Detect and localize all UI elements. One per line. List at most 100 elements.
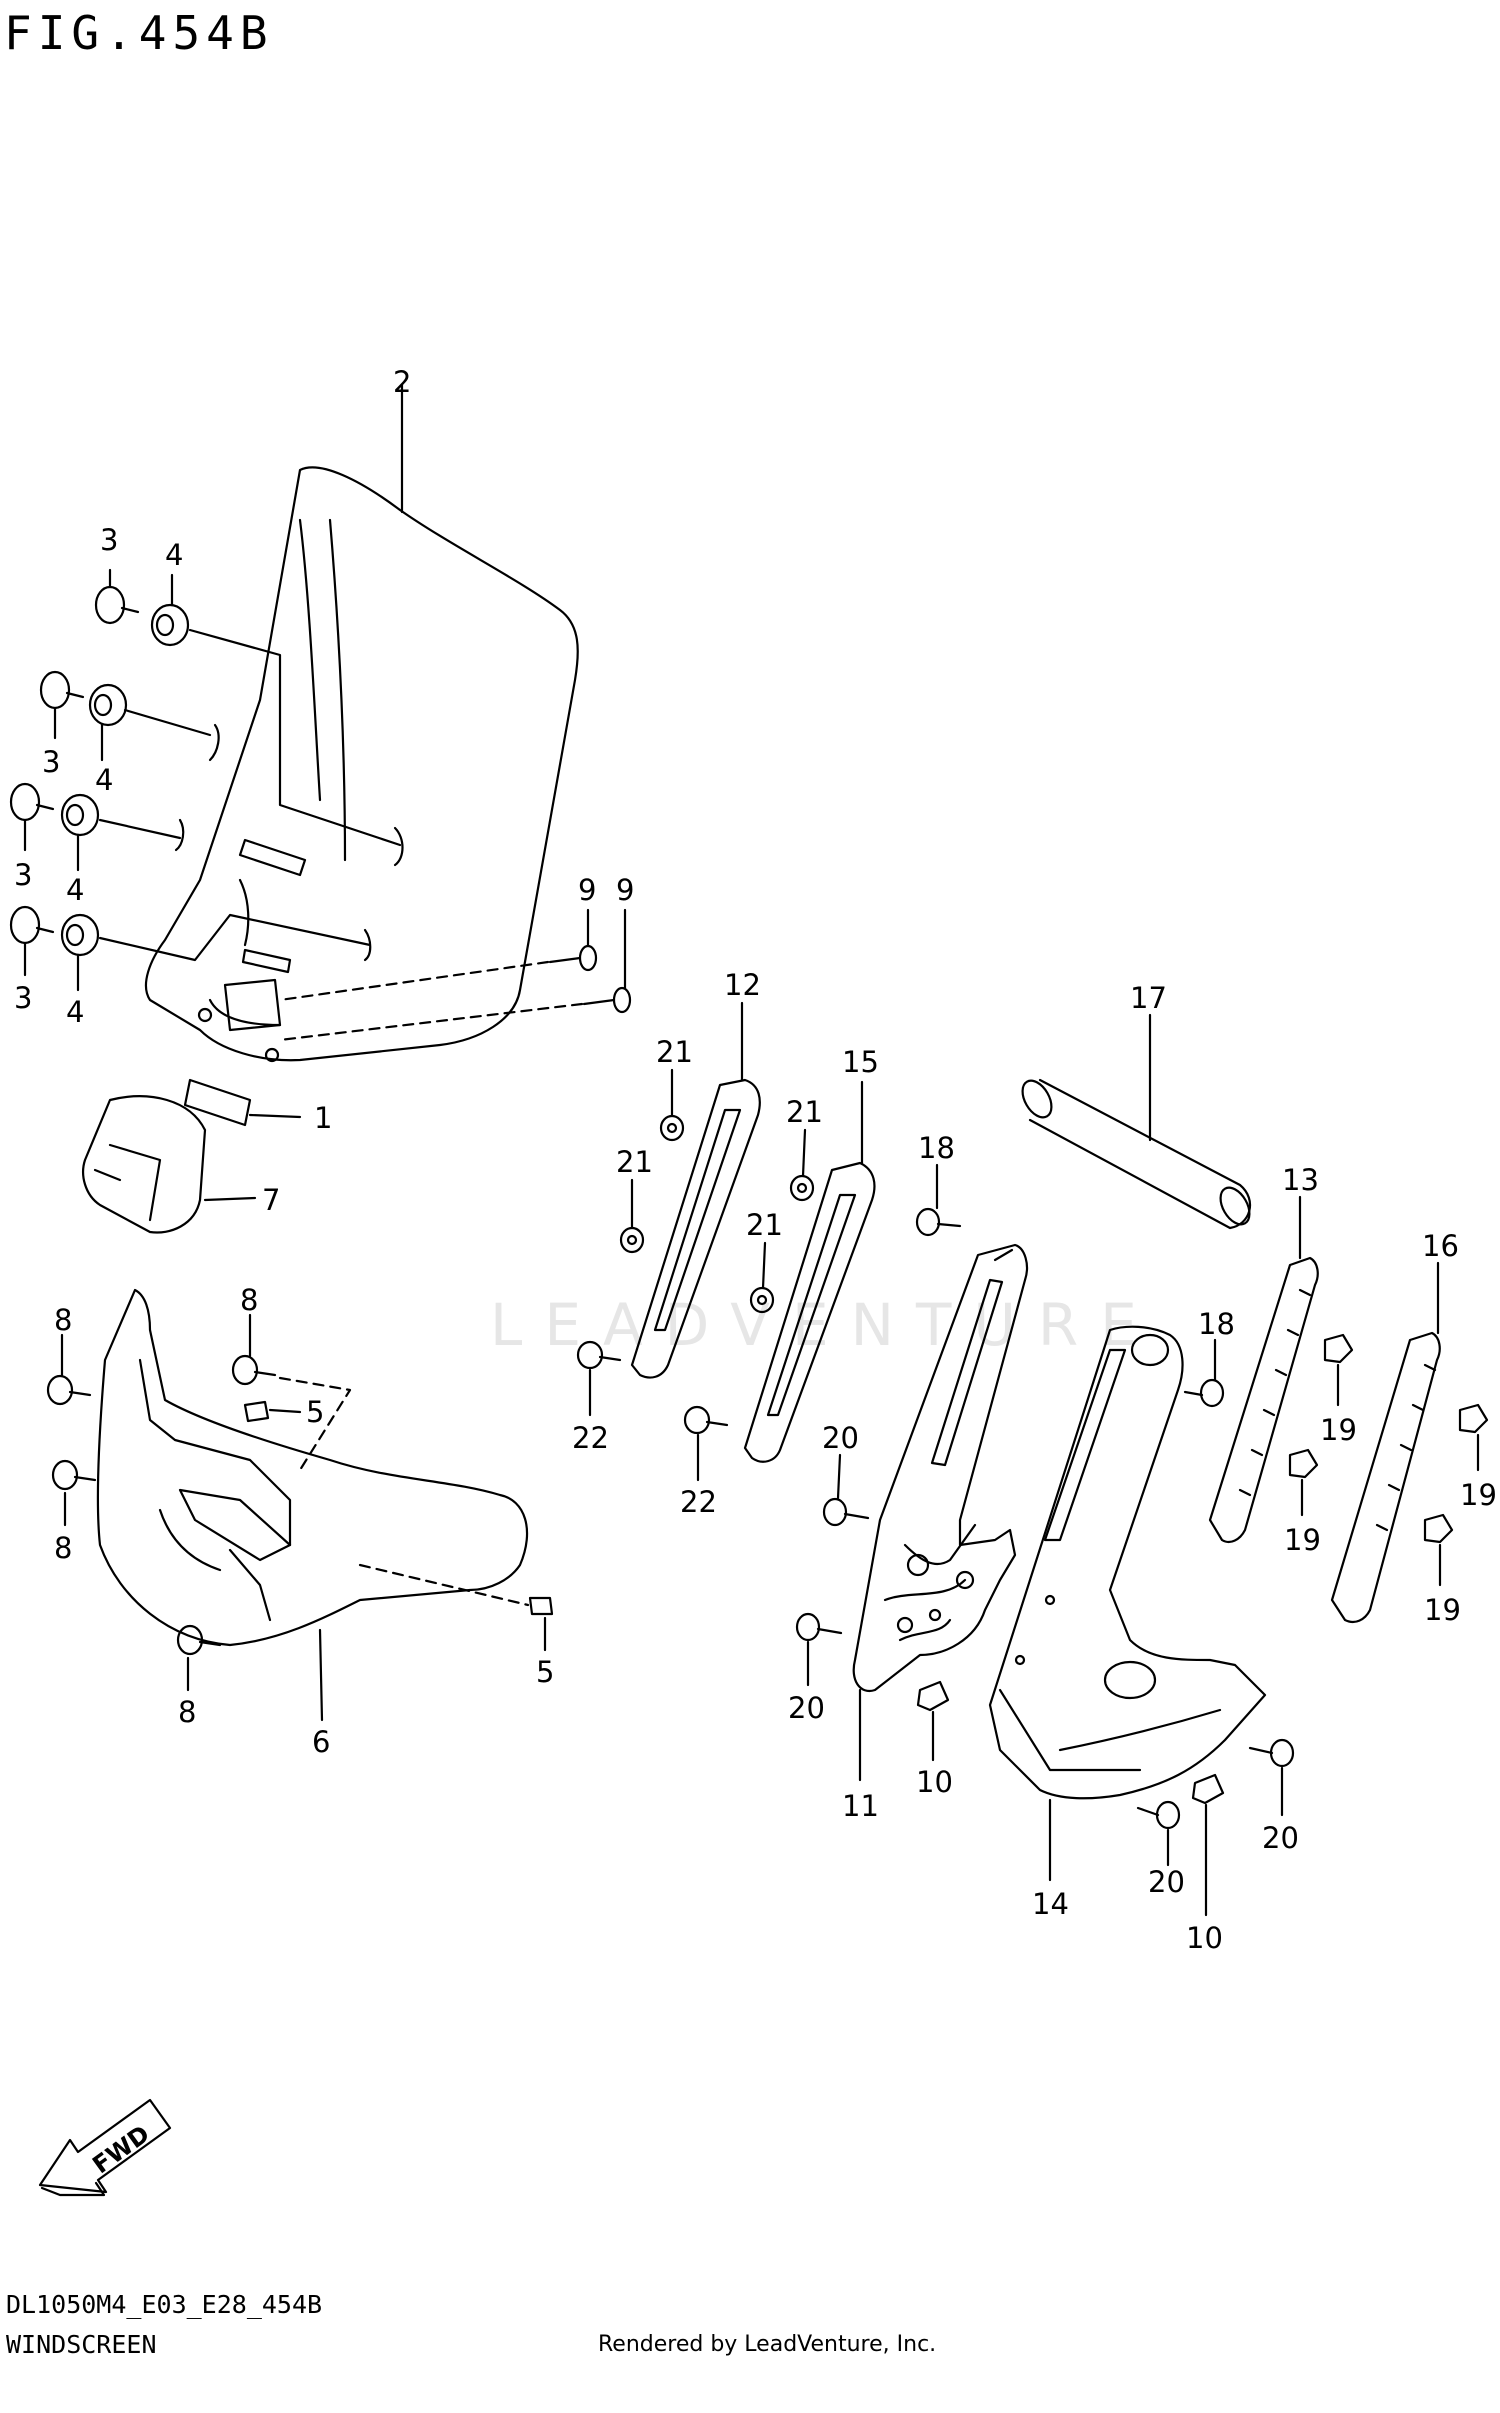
callout-12: 12 [724,968,761,1002]
screw-21 [659,1114,685,1142]
callout-16: 16 [1422,1229,1459,1263]
screw-3 [9,905,55,945]
nut-19 [1458,1403,1489,1434]
screw-20 [1136,1800,1181,1830]
callout-17: 17 [1130,981,1167,1015]
callout-4: 4 [66,873,84,907]
callout-4: 4 [66,995,84,1029]
slider-plate-part-12 [630,1078,761,1379]
callout-21: 21 [746,1208,783,1242]
nut-10 [916,1680,950,1712]
screw-22 [683,1405,729,1435]
leader-line [836,1453,842,1500]
nut-19 [1423,1513,1454,1544]
screw-3 [39,670,85,710]
callout-4: 4 [165,538,183,572]
windscreen-slot [208,723,220,762]
screw-21 [619,1226,645,1254]
callout-14: 14 [1032,1887,1069,1921]
rod-part-17 [1021,1078,1251,1230]
windscreen-hole [197,1007,213,1023]
callout-7: 7 [262,1183,280,1217]
callout-10: 10 [1186,1921,1223,1955]
callout-9: 9 [616,873,634,907]
callout-8: 8 [240,1283,258,1317]
screw-21 [789,1174,815,1202]
callout-3: 3 [14,858,32,892]
screw-3 [9,782,55,822]
callout-19: 19 [1320,1413,1357,1447]
leader-line [278,1002,584,1042]
screw-18 [915,1207,962,1237]
figure-title: FIG.454B [4,6,274,60]
screw-8 [46,1374,92,1406]
windscreen-slot [393,826,404,867]
callout-8: 8 [54,1303,72,1337]
rubber-mount-4 [60,793,100,837]
leader-line [358,1563,530,1607]
leader-line [248,1113,302,1119]
bracket-part-14 [988,1325,1267,1800]
callout-19: 19 [1460,1478,1497,1512]
callout-20: 20 [788,1691,825,1725]
rubber-mount-4 [88,683,128,727]
section-name: WINDSCREEN [6,2330,157,2359]
windscreen-tab [238,838,307,877]
windscreen-slot [363,928,372,962]
callout-18: 18 [1198,1307,1235,1341]
screw-3 [94,585,140,625]
screw-20 [795,1612,843,1642]
callout-6: 6 [312,1725,330,1759]
screw-20 [1248,1738,1295,1768]
leader-line [188,628,402,847]
windscreen-part [145,466,579,1062]
nut-10 [1191,1773,1225,1805]
callout-3: 3 [100,523,118,557]
screw-8 [231,1354,277,1386]
credit-text: Rendered by LeadVenture, Inc. [598,2332,937,2357]
screw-22 [576,1340,622,1370]
screw-9 [548,944,598,972]
callout-3: 3 [42,745,60,779]
callout-19: 19 [1424,1593,1461,1627]
nut-19 [1323,1333,1354,1364]
leader-line [318,1628,324,1722]
callout-20: 20 [822,1421,859,1455]
callout-4: 4 [95,763,113,797]
screw-20 [822,1497,870,1527]
callout-9: 9 [578,873,596,907]
leader-line [801,1128,807,1178]
callout-11: 11 [842,1789,879,1823]
windscreen-window [223,978,282,1032]
leader-line [268,1408,302,1414]
callout-21: 21 [656,1035,693,1069]
slider-plate-part-15 [743,1161,876,1463]
rubber-mount-4 [150,603,190,647]
callout-8: 8 [54,1531,72,1565]
leader-line [203,1196,257,1202]
leader-line [278,1376,352,1472]
callout-2: 2 [393,365,411,399]
windscreen-tab [241,948,292,974]
callout-13: 13 [1282,1163,1319,1197]
windscreen-hole [264,1047,280,1063]
callout-18: 18 [918,1131,955,1165]
slider-rail-part-13 [1208,1256,1319,1544]
callout-8: 8 [178,1695,196,1729]
cover-part-7 [82,1095,207,1234]
screw-18 [1183,1378,1225,1408]
leader-line [98,913,372,962]
callout-22: 22 [572,1421,609,1455]
screw-8 [51,1459,97,1491]
watermark: LEADVENTURE [490,1291,1159,1359]
rubber-mount-4 [60,913,100,957]
callout-5: 5 [306,1395,324,1429]
callout-3: 3 [14,981,32,1015]
screw-9 [582,986,632,1014]
lower-cover-part-6 [96,1288,529,1647]
callout-21: 21 [616,1145,653,1179]
callout-10: 10 [916,1765,953,1799]
bracket-part-11 [852,1243,1029,1693]
callout-15: 15 [842,1045,879,1079]
